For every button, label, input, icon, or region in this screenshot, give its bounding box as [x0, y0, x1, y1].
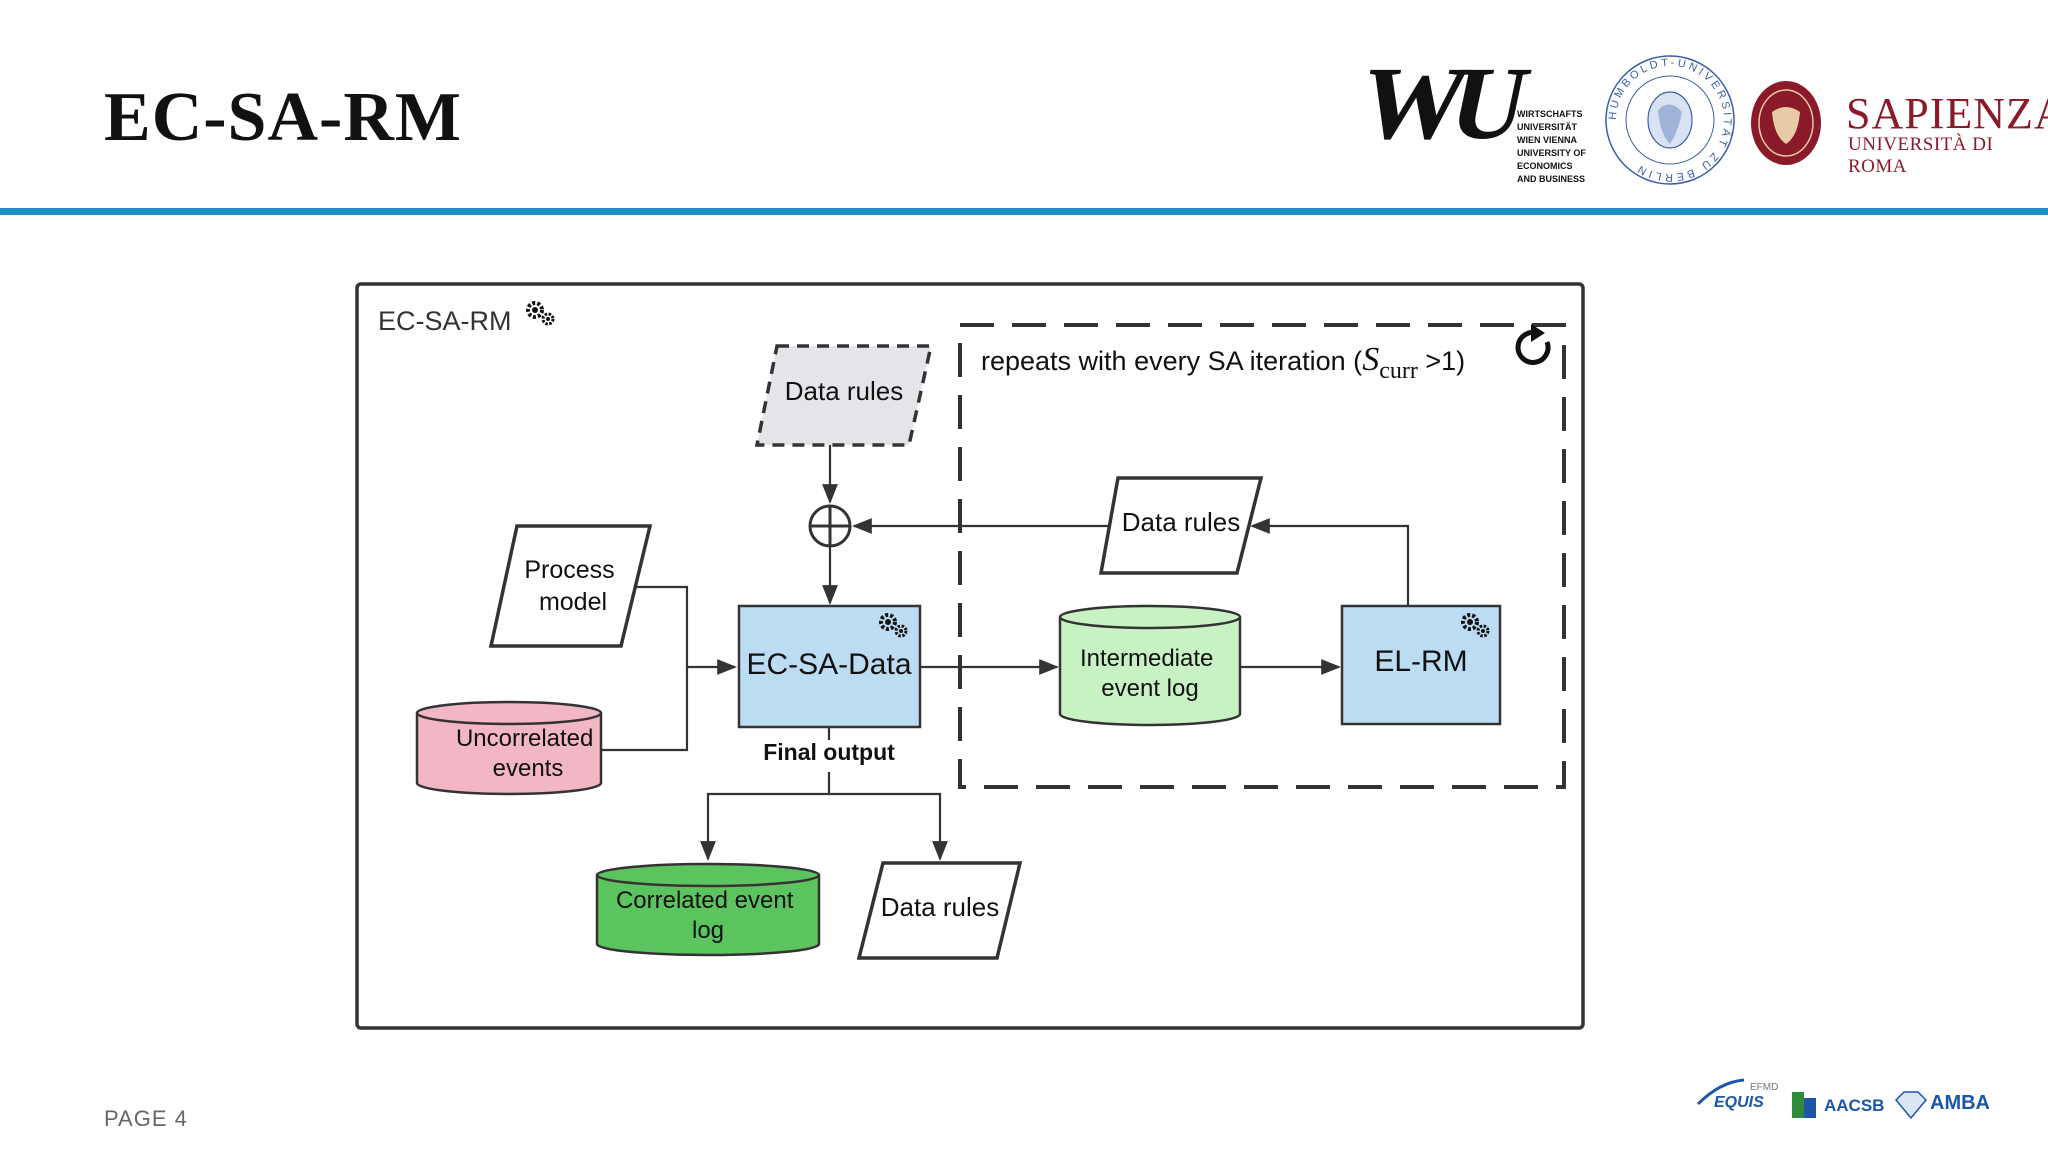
- intermediate-log-node: [1058, 604, 1242, 727]
- edge-split-to-output-rules: [829, 792, 948, 861]
- ec-sa-data-node: [737, 604, 922, 729]
- page-number: PAGE 4: [104, 1106, 188, 1131]
- slide-title: EC-SA-RM: [104, 79, 462, 156]
- equis-swoosh-icon: [1696, 1078, 1745, 1106]
- amba-diamond-icon: [1894, 1091, 1928, 1120]
- edge-el-rm-to-feedback-rules: [1250, 518, 1410, 606]
- el-rm-label: EL-RM: [1374, 645, 1467, 678]
- input-data-rules-node: [754, 344, 934, 447]
- refresh-icon: [1515, 324, 1551, 365]
- process-model-label: Process model: [524, 556, 621, 616]
- aacsb-mark-icon: [1792, 1092, 1816, 1118]
- input-data-rules-label: Data rules: [785, 376, 904, 406]
- uncorrelated-events-label: Uncorrelated events: [456, 725, 600, 782]
- feedback-data-rules-node: [1098, 476, 1264, 575]
- loop-region: [958, 323, 1566, 789]
- logo-bar: WU WIRTSCHAFTS UNIVERSITÄT WIEN VIENNA U…: [0, 0, 2048, 200]
- sapienza-subtitle: UNIVERSITÀ DI ROMA: [1848, 134, 1994, 177]
- sapienza-seal-logo: [1751, 81, 1821, 165]
- ec-sa-data-label: EC-SA-Data: [746, 648, 911, 681]
- uncorrelated-events-node: [415, 700, 603, 796]
- edge-split-to-correlated: [700, 772, 831, 861]
- edge-uncorrelated-to-ec-sa-data: [601, 667, 689, 752]
- amba-logo: AMBA: [1930, 1092, 1990, 1114]
- final-output-label: Final output: [763, 739, 895, 765]
- sapienza-name: SAPIENZA: [1846, 89, 2048, 138]
- output-data-rules-label: Data rules: [881, 892, 1000, 922]
- correlated-log-label: Correlated event log: [616, 887, 800, 944]
- outer-frame-label: EC-SA-RM: [378, 306, 512, 336]
- intermediate-log-label: Intermediate event log: [1080, 645, 1220, 702]
- efmd-text: EFMD: [1750, 1082, 1779, 1093]
- outer-frame: [355, 282, 1585, 1030]
- feedback-data-rules-label: Data rules: [1122, 507, 1241, 537]
- equis-logo: EQUIS: [1714, 1094, 1764, 1111]
- correlated-log-node: [595, 862, 821, 957]
- loop-label: repeats with every SA iteration (Scurr >…: [981, 341, 1465, 384]
- process-model-node: [488, 524, 653, 648]
- aacsb-logo: AACSB: [1824, 1096, 1885, 1115]
- accreditation-logos: EFMD EQUIS AACSB AMBA: [1690, 1068, 2000, 1128]
- title-divider: [0, 208, 2048, 215]
- connectors: [601, 445, 1410, 861]
- wu-logo-text: WIRTSCHAFTS UNIVERSITÄT WIEN VIENNA UNIV…: [1517, 109, 1586, 184]
- edge-process-model-to-ec-sa-data: [634, 585, 737, 675]
- output-data-rules-node: [856, 861, 1023, 960]
- humboldt-seal-logo: HUMBOLDT-UNIVERSITÄT ZU BERLIN: [1605, 55, 1735, 185]
